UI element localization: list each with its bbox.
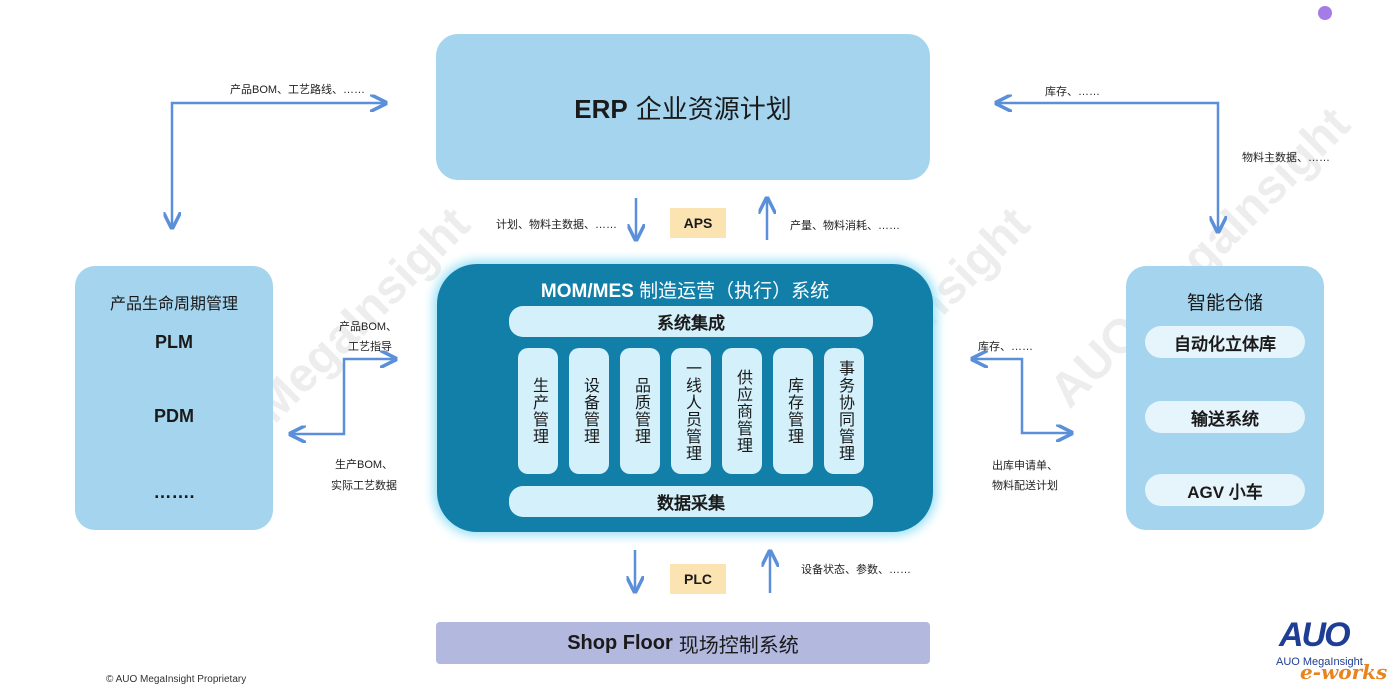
aps-tag: APS: [670, 208, 726, 238]
plm-title: 产品生命周期管理: [109, 296, 238, 313]
label-shop-mes: 设备状态、参数、……: [801, 564, 911, 576]
arrow-erp-plm: [172, 103, 384, 226]
label-erp-warehouse: 库存、……: [1045, 86, 1100, 98]
plm-more-item: …….: [153, 482, 195, 502]
auo-logo-sub: AUO MegaInsight: [1276, 656, 1363, 668]
mes-module: 一线人员管理: [671, 348, 711, 474]
mes-box: MOM/MES 制造运营（执行）系统 系统集成 生产管理 设备管理 品质管理 一…: [437, 264, 933, 532]
mes-name: 制造运营（执行）系统: [639, 281, 830, 302]
warehouse-item: 输送系统: [1145, 401, 1305, 433]
system-integration-bar: 系统集成: [509, 306, 873, 337]
warehouse-item: AGV 小车: [1145, 474, 1305, 506]
mes-title: MOM/MES 制造运营（执行）系统: [437, 276, 933, 303]
label-erp-plm: 产品BOM、工艺路线、……: [230, 84, 366, 96]
label-mes-warehouse: 出库申请单、: [992, 460, 1058, 472]
label-mes-erp: 产量、物料消耗、……: [790, 220, 900, 232]
label-erp-mes: 计划、物料主数据、……: [496, 219, 617, 231]
label-mes-plm: 生产BOM、: [335, 459, 394, 471]
label-mes-plm-2: 实际工艺数据: [331, 480, 397, 492]
label-mes-warehouse-2: 物料配送计划: [992, 480, 1058, 492]
erp-name: 企业资源计划: [635, 93, 792, 124]
mes-module: 品质管理: [620, 348, 660, 474]
label-erp-warehouse-2: 物料主数据、……: [1242, 152, 1330, 164]
label-plm-mes-2: 工艺指导: [348, 341, 392, 353]
plc-tag: PLC: [670, 564, 726, 594]
mes-abbr: MOM/MES: [540, 281, 634, 302]
eworks-logo: e-works: [1300, 660, 1388, 684]
erp-abbr: ERP: [574, 93, 628, 124]
warehouse-box: 智能仓储 自动化立体库 输送系统 AGV 小车: [1126, 266, 1324, 530]
label-warehouse-mes: 库存、……: [978, 341, 1033, 353]
mes-module: 库存管理: [773, 348, 813, 474]
warehouse-title: 智能仓储: [1186, 293, 1263, 314]
auo-logo: AUO: [1279, 616, 1351, 654]
shop-name: 现场控制系统: [678, 634, 799, 657]
plm-box: 产品生命周期管理 PLM PDM …….: [75, 266, 273, 530]
decorative-dot: [1318, 6, 1332, 20]
pdm-item: PDM: [154, 406, 194, 426]
arrow-plm-mes: [292, 359, 394, 434]
copyright-text: © AUO MegaInsight Proprietary: [106, 674, 247, 685]
arrow-mes-warehouse: [974, 359, 1070, 433]
plm-item: PLM: [155, 332, 193, 352]
arrow-erp-warehouse: [998, 103, 1218, 230]
mes-module: 设备管理: [569, 348, 609, 474]
shop-abbr: Shop Floor: [567, 631, 673, 654]
mes-module: 事务协同管理: [824, 348, 864, 474]
mes-module: 生产管理: [518, 348, 558, 474]
warehouse-item: 自动化立体库: [1145, 326, 1305, 358]
data-collection-bar: 数据采集: [509, 486, 873, 517]
label-plm-mes: 产品BOM、: [339, 321, 398, 333]
mes-module: 供应商管理: [722, 348, 762, 474]
